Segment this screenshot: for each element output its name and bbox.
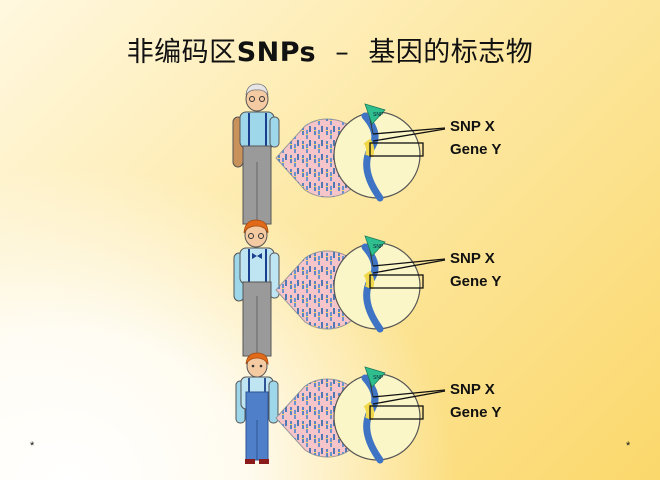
title-bold: SNPs [236, 37, 317, 68]
title-suffix: 基因的标志物 [368, 37, 534, 68]
row-3: SNP [235, 352, 446, 464]
callout-lines [369, 389, 446, 420]
gene-label: Gene Y [450, 273, 502, 290]
gene-label: Gene Y [450, 141, 502, 158]
father-figure [233, 219, 280, 357]
snp-label: SNP X [450, 250, 495, 267]
callout-lines [369, 127, 446, 157]
snp-label: SNP X [450, 381, 495, 398]
snp-flag-text: SNP [373, 244, 384, 250]
zoom-circle: SNP [333, 235, 421, 333]
grandfather-figure [232, 83, 280, 225]
footer-mark-right: * [626, 440, 631, 452]
footer-mark-left: * [30, 440, 35, 452]
title-dash: – [335, 37, 350, 68]
gene-label: Gene Y [450, 404, 502, 421]
zoom-circle: SNP [333, 103, 421, 202]
snp-flag-text: SNP [373, 375, 384, 381]
row-2: SNP [233, 219, 446, 357]
snp-label: SNP X [450, 118, 495, 135]
zoom-circle: SNP [333, 366, 421, 464]
title-prefix: 非编码区 [126, 37, 237, 68]
snp-flag-text: SNP [373, 112, 384, 118]
callout-lines [369, 258, 446, 289]
row-1: SNP [232, 83, 446, 225]
slide-title: 非编码区SNPs – 基因的标志物 [0, 30, 660, 69]
child-figure [235, 352, 279, 464]
